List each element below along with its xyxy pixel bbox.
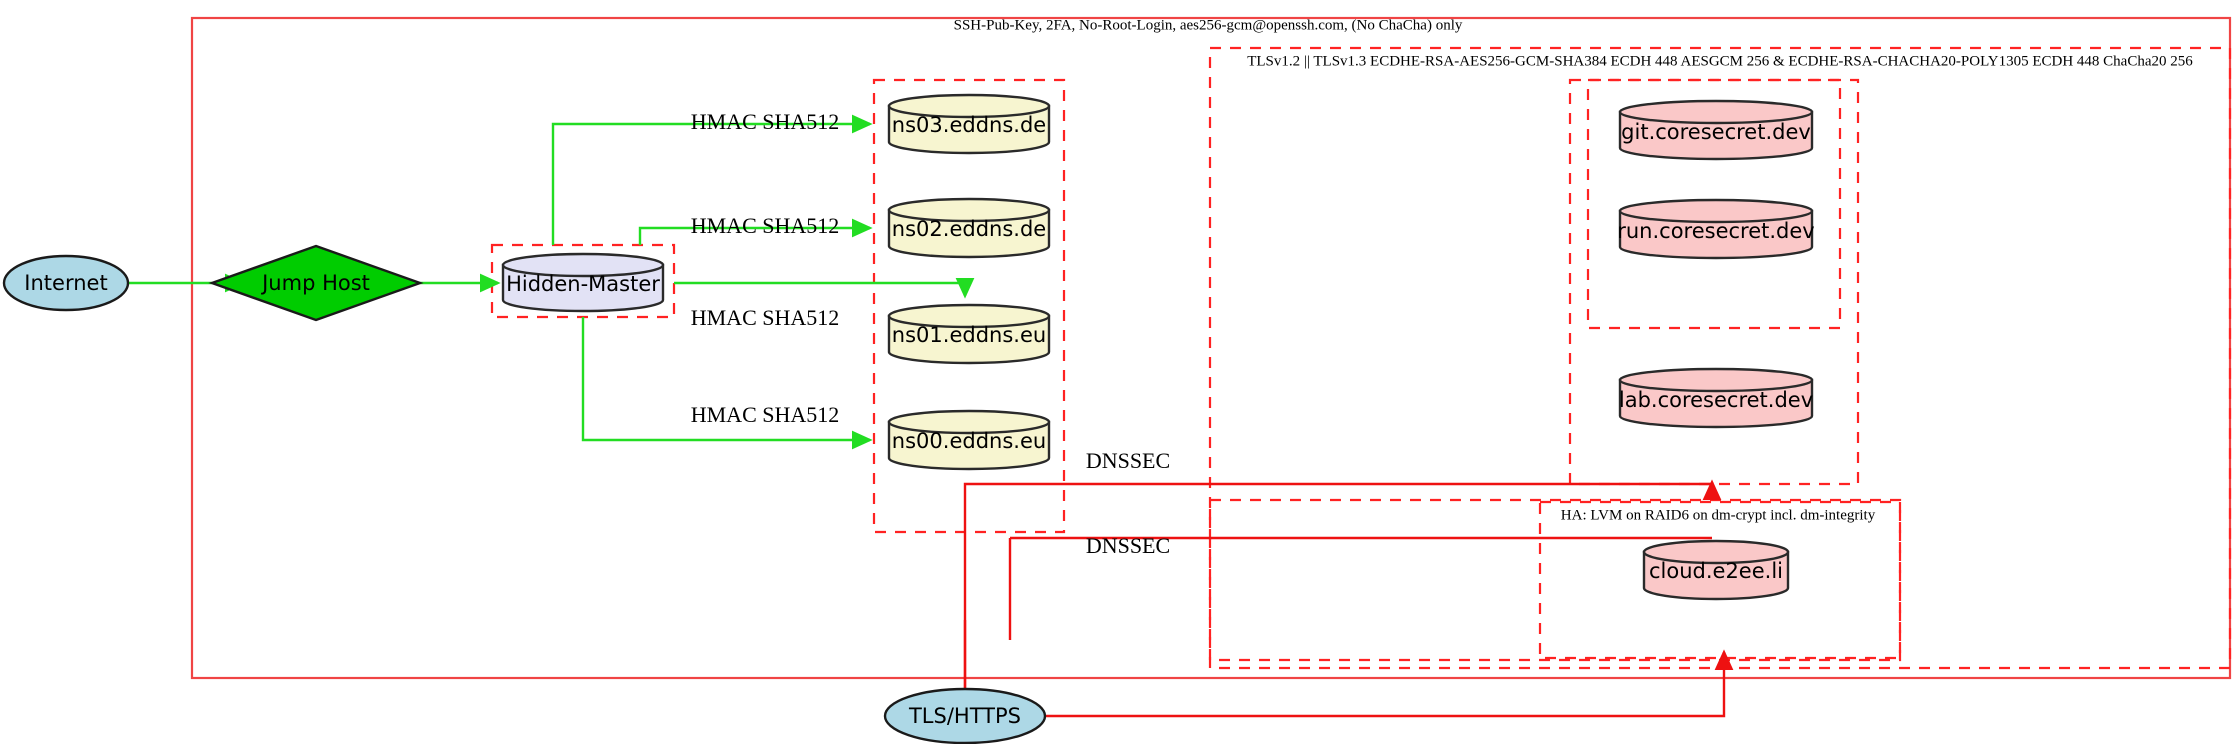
hidden-master-cyl-body xyxy=(501,263,665,313)
node-ns00-label: ns00.eddns.eu xyxy=(892,429,1046,453)
edge-label-hmac-ns01: HMAC SHA512 xyxy=(691,305,840,330)
hidden-master-cyl-top xyxy=(501,252,665,278)
ns03-cyl-top xyxy=(887,93,1051,119)
node-ns03-label: ns03.eddns.de xyxy=(892,113,1046,137)
node-ns01[interactable]: ns01.eddns.eu xyxy=(887,303,1051,365)
edge-label-dnssec-lower: DNSSEC xyxy=(1086,533,1170,558)
cloud-cyl-top xyxy=(1642,539,1790,565)
ns00-cyl-top xyxy=(887,409,1051,435)
node-cloud-label: cloud.e2ee.li xyxy=(1649,559,1783,583)
node-git-coresecret[interactable]: git.coresecret.dev xyxy=(1618,99,1814,161)
node-git-label: git.coresecret.dev xyxy=(1621,120,1811,144)
edge-hidden-to-ns02 xyxy=(638,218,873,245)
node-hidden-master[interactable]: Hidden-Master xyxy=(501,252,665,313)
node-ns02[interactable]: ns02.eddns.de xyxy=(887,197,1051,259)
git-cyl-body xyxy=(1618,110,1814,161)
ns03-cyl-body xyxy=(887,104,1051,155)
ns00-cyl-body xyxy=(887,420,1051,471)
git-cyl-top xyxy=(1618,99,1814,125)
node-jump-host-label: Jump Host xyxy=(260,271,370,295)
node-cloud-e2ee[interactable]: cloud.e2ee.li xyxy=(1642,539,1790,601)
lab-cyl-top xyxy=(1618,367,1814,393)
node-hidden-master-label: Hidden-Master xyxy=(506,272,660,296)
node-lab-coresecret[interactable]: lab.coresecret.dev xyxy=(1618,367,1814,429)
node-ns00[interactable]: ns00.eddns.eu xyxy=(887,409,1051,471)
cluster-coresecret-outer-box xyxy=(1568,78,1860,486)
node-ns02-label: ns02.eddns.de xyxy=(892,217,1046,241)
cluster-ha-box xyxy=(1208,498,1902,662)
edge-tlshttps-to-lab xyxy=(963,479,1722,688)
edge-hidden-to-ns03 xyxy=(551,114,873,245)
run-cyl-body xyxy=(1618,209,1814,260)
edge-label-dnssec-upper: DNSSEC xyxy=(1086,448,1170,473)
jump-host-diamond xyxy=(208,244,424,322)
tls-https-ellipse xyxy=(883,687,1047,744)
edge-label-hmac-ns02: HMAC SHA512 xyxy=(691,213,840,238)
cluster-ha-label: HA: LVM on RAID6 on dm-crypt incl. dm-in… xyxy=(1561,507,1876,523)
ns01-cyl-top xyxy=(887,303,1051,329)
edge-hidden-to-ns01 xyxy=(674,278,975,299)
node-run-coresecret[interactable]: run.coresecret.dev xyxy=(1617,198,1815,260)
cluster-ssh-label: SSH-Pub-Key, 2FA, No-Root-Login, aes256-… xyxy=(954,17,1463,33)
internet-ellipse xyxy=(2,254,130,312)
node-tls-https[interactable]: TLS/HTTPS xyxy=(883,687,1047,744)
edge-hidden-to-ns00 xyxy=(581,317,873,450)
node-internet-label: Internet xyxy=(24,271,107,295)
cluster-tls-label: TLSv1.2 || TLSv1.3 ECDHE-RSA-AES256-GCM-… xyxy=(1247,53,2193,69)
run-cyl-top xyxy=(1618,198,1814,224)
node-run-label: run.coresecret.dev xyxy=(1617,219,1815,243)
node-tls-https-label: TLS/HTTPS xyxy=(908,704,1021,728)
ns01-cyl-body xyxy=(887,314,1051,365)
node-jump-host[interactable]: Jump Host xyxy=(208,244,424,322)
edge-label-hmac-ns00: HMAC SHA512 xyxy=(691,402,840,427)
cluster-ha-inner-box xyxy=(1538,500,1902,660)
node-ns03[interactable]: ns03.eddns.de xyxy=(887,93,1051,155)
node-lab-label: lab.coresecret.dev xyxy=(1619,388,1813,412)
ns02-cyl-top xyxy=(887,197,1051,223)
edge-label-hmac-ns03: HMAC SHA512 xyxy=(691,109,840,134)
ns02-cyl-body xyxy=(887,208,1051,259)
edge-tlshttps-to-cloud xyxy=(1005,649,1734,718)
node-internet[interactable]: Internet xyxy=(2,254,130,312)
node-ns01-label: ns01.eddns.eu xyxy=(892,323,1046,347)
lab-cyl-body xyxy=(1618,378,1814,429)
cloud-cyl-body xyxy=(1642,550,1790,601)
